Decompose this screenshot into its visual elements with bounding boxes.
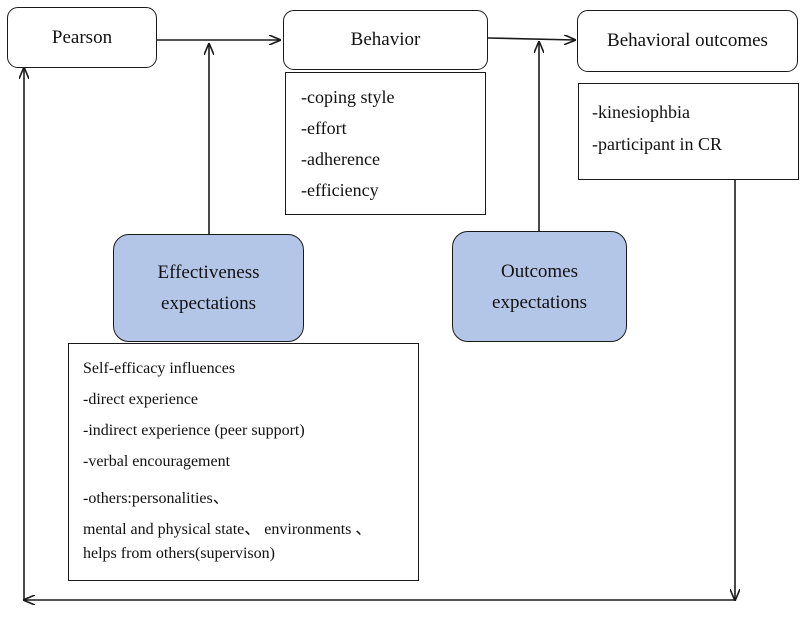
behavior-item: -adherence — [301, 149, 380, 169]
person-node: Pearson — [7, 7, 157, 68]
outcome-item: -participant in CR — [592, 134, 722, 154]
effectiveness-line2: expectations — [161, 293, 256, 314]
self-efficacy-box: Self-efficacy influences -direct experie… — [68, 343, 419, 581]
behavior-node: Behavior — [283, 10, 488, 70]
behavioral-outcomes-node: Behavioral outcomes — [577, 10, 798, 72]
outcomes-details-box: -kinesiophbia -participant in CR — [578, 83, 799, 180]
behavior-label: Behavior — [350, 29, 421, 50]
self-efficacy-item: -indirect experience (peer support) — [83, 422, 305, 439]
outcomes-line2: expectations — [492, 291, 587, 313]
behavior-item: -efficiency — [301, 180, 379, 200]
behavioral-outcomes-label: Behavioral outcomes — [607, 30, 768, 51]
behavior-item: -effort — [301, 118, 347, 138]
outcomes-line1: Outcomes — [500, 260, 579, 282]
behavior-item: -coping style — [301, 87, 395, 107]
person-label: Pearson — [51, 26, 113, 48]
self-efficacy-heading: Self-efficacy influences — [83, 360, 236, 377]
arrow-behavior-to-outcomes — [487, 38, 575, 40]
outcomes-expectations-node: Outcomes expectations — [452, 231, 627, 342]
self-efficacy-item: -others:personalities、 — [83, 490, 229, 507]
behavior-details-box: -coping style -effort -adherence -effici… — [285, 72, 486, 215]
self-efficacy-item: mental and physical state、 environments … — [83, 521, 372, 538]
effectiveness-line1: Effectiveness — [157, 262, 260, 283]
self-efficacy-item: -direct experience — [83, 391, 199, 408]
self-efficacy-item: helps from others(supervison) — [83, 545, 275, 562]
effectiveness-expectations-node: Effectiveness expectations — [113, 234, 304, 342]
self-efficacy-item: -verbal encouragement — [83, 453, 231, 470]
outcome-item: -kinesiophbia — [592, 102, 690, 122]
